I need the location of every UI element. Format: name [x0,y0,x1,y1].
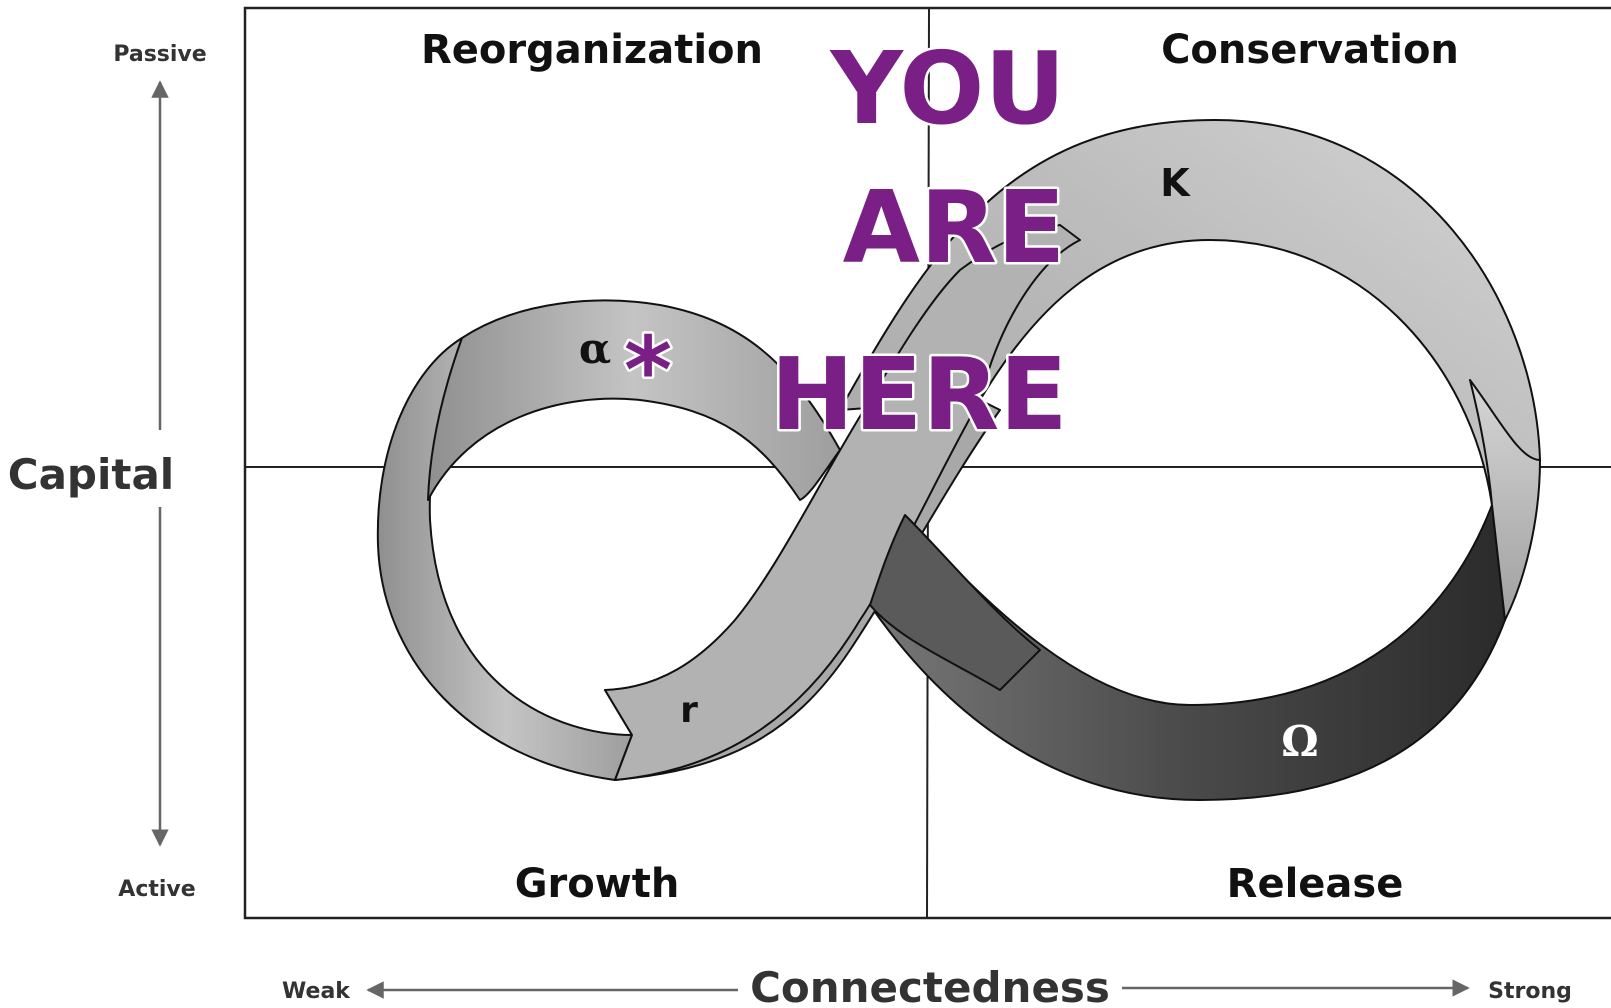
growth-band-front [604,224,1081,781]
callout-line-you: YOU [829,30,1065,147]
phase-symbol-r: r [680,690,698,731]
quadrant-title-conservation: Conservation [1161,27,1459,73]
callout-marker: * [624,317,672,424]
phase-symbol-alpha: α [579,324,611,373]
conservation-outer-edge [1469,379,1541,621]
callout-line-here: HERE [770,336,1067,453]
release-band-front [869,514,1041,691]
reorganization-band [427,299,841,501]
adaptive-cycle-loop [376,119,1541,801]
quadrant-title-reorganization: Reorganization [421,27,763,73]
y-axis-title: Capital [8,450,174,499]
y-axis-top-label: Passive [113,42,206,67]
quadrant-title-release: Release [1227,861,1404,907]
x-axis-title: Connectedness [750,963,1110,1008]
quadrant-title-growth: Growth [515,861,680,907]
phase-symbol-omega: Ω [1281,717,1318,766]
x-axis-right-label: Strong [1488,979,1572,1004]
you-are-here-callout: * YOU ARE HERE [621,28,1070,456]
phase-symbol-k: K [1160,161,1191,205]
y-axis-bottom-label: Active [118,877,195,902]
callout-line-are: ARE [843,169,1066,286]
x-axis-left-label: Weak [282,979,351,1004]
